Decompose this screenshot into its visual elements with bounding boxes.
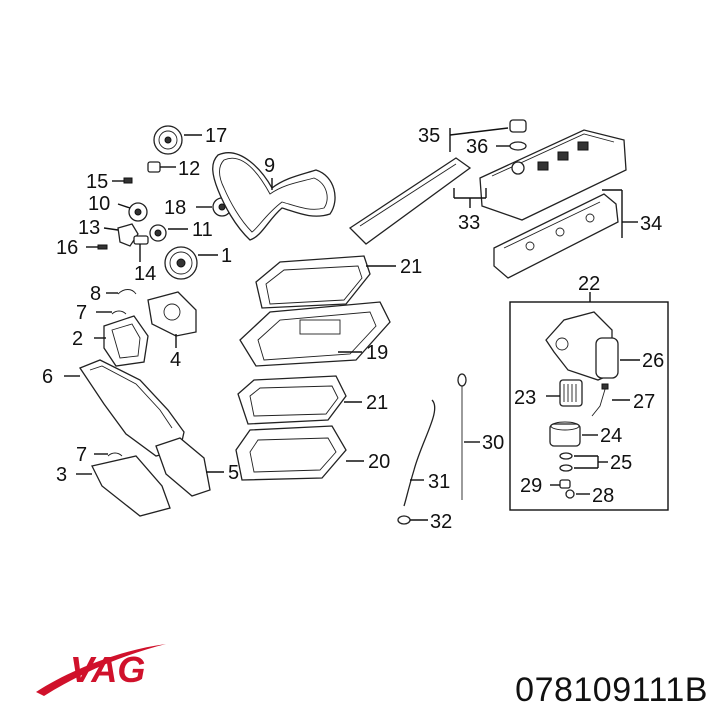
cover-3 xyxy=(91,455,171,517)
callout-14: 14 xyxy=(134,263,156,285)
o-ring-32 xyxy=(397,515,411,525)
gasket-21-middle xyxy=(237,375,347,425)
callout-28: 28 xyxy=(592,485,614,507)
callout-29: 29 xyxy=(520,475,542,497)
camshaft-gear-17 xyxy=(153,125,183,155)
callout-13: 13 xyxy=(78,217,100,239)
callout-6: 6 xyxy=(42,366,53,388)
pipe-27 xyxy=(591,383,609,417)
clip-7-upper xyxy=(111,310,127,315)
upper-oil-pan-19 xyxy=(239,301,391,367)
gasket-21-upper xyxy=(255,255,371,309)
callout-5: 5 xyxy=(228,462,239,484)
callout-35: 35 xyxy=(418,125,440,147)
callout-7a: 7 xyxy=(76,302,87,324)
callout-27: 27 xyxy=(633,391,655,413)
callout-4: 4 xyxy=(170,349,181,371)
callout-24: 24 xyxy=(600,425,622,447)
callout-16: 16 xyxy=(56,237,78,259)
valve-cover xyxy=(479,129,627,221)
callout-25: 25 xyxy=(610,452,632,474)
callout-11: 11 xyxy=(192,219,213,241)
callout-10: 10 xyxy=(88,193,110,215)
spacer-14 xyxy=(133,235,149,245)
filter-element-23 xyxy=(559,379,583,407)
clip-7-lower xyxy=(107,452,123,457)
callout-3: 3 xyxy=(56,464,67,486)
callout-34: 34 xyxy=(640,213,662,235)
callout-15: 15 xyxy=(86,171,108,193)
oil-pan-20 xyxy=(235,425,347,481)
filter-housing-26 xyxy=(545,311,619,381)
gasket-34 xyxy=(493,193,619,279)
callout-21b: 21 xyxy=(366,392,388,414)
cover-2 xyxy=(103,315,149,367)
bolt-15 xyxy=(123,177,133,184)
callout-7b: 7 xyxy=(76,444,87,466)
dipstick-tube-31 xyxy=(403,399,436,507)
callout-33: 33 xyxy=(458,212,480,234)
part-number: 078109111B xyxy=(515,671,708,709)
callout-26: 26 xyxy=(642,350,664,372)
gear-10 xyxy=(128,202,148,222)
callout-23: 23 xyxy=(514,387,536,409)
logo-text: VAG xyxy=(70,649,145,690)
seal-28 xyxy=(565,489,575,499)
callout-22: 22 xyxy=(578,273,600,295)
seals-25 xyxy=(559,452,573,472)
bolt-16 xyxy=(97,244,108,250)
callout-32: 32 xyxy=(430,511,452,533)
cap-35 xyxy=(509,119,527,133)
callout-21a: 21 xyxy=(400,256,422,278)
dipstick-30 xyxy=(457,373,467,500)
callout-19: 19 xyxy=(366,342,388,364)
callout-18: 18 xyxy=(164,197,186,219)
idler-11 xyxy=(149,224,167,242)
seal-36 xyxy=(509,141,527,151)
clip-8 xyxy=(117,289,137,295)
callout-30: 30 xyxy=(482,432,504,454)
cover-4 xyxy=(147,291,197,337)
callout-31: 31 xyxy=(428,471,450,493)
callout-20: 20 xyxy=(368,451,390,473)
plug-29 xyxy=(559,479,571,489)
crank-pulley-1 xyxy=(164,246,198,280)
cover-5 xyxy=(155,437,211,497)
filter-housing-box xyxy=(509,301,669,511)
vag-logo: VAG xyxy=(36,644,166,696)
bolt-12 xyxy=(147,161,161,173)
callout-17: 17 xyxy=(205,125,227,147)
logo-swoosh xyxy=(36,644,166,696)
callout-2: 2 xyxy=(72,328,83,350)
cap-24 xyxy=(549,421,581,447)
callout-9: 9 xyxy=(264,155,275,177)
callout-36: 36 xyxy=(466,136,488,158)
cylinder-head-rail xyxy=(348,157,472,245)
callout-12: 12 xyxy=(178,158,200,180)
callout-8: 8 xyxy=(90,283,101,305)
callout-1: 1 xyxy=(221,245,232,267)
